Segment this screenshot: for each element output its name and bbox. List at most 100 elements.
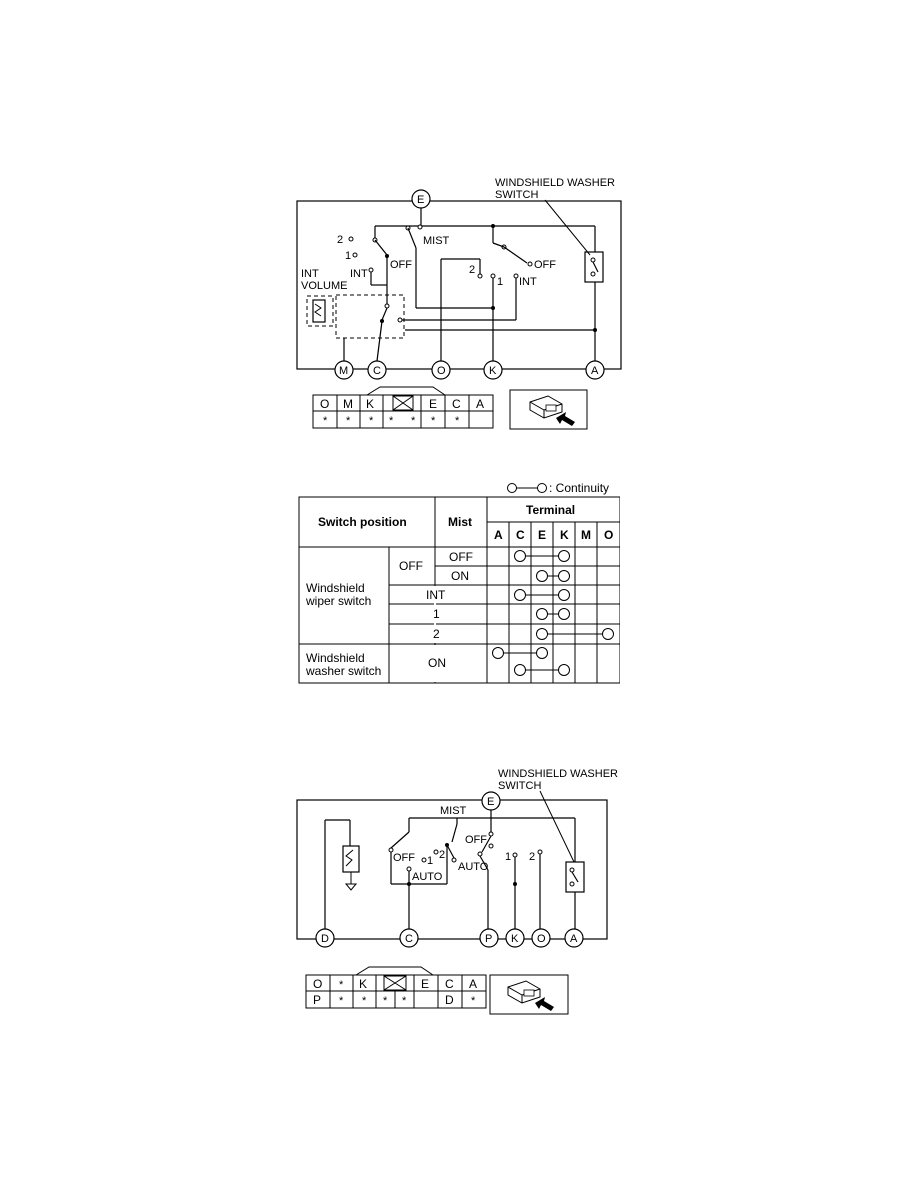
header-terminal-e: E — [538, 528, 546, 542]
header-terminal-m: M — [581, 528, 591, 542]
connector-view-icon — [509, 389, 588, 430]
row-2: 2 — [433, 627, 440, 641]
label2-2-right: 2 — [529, 851, 535, 863]
pin-o: O — [320, 397, 329, 411]
terminal2-o — [531, 928, 551, 948]
washer-switch-label2-line2: SWITCH — [498, 780, 541, 792]
legend-text: : Continuity — [549, 481, 609, 495]
mist-off: OFF — [449, 550, 473, 564]
pin2-blank: * — [402, 995, 407, 1007]
label-int-volume-line2: VOLUME — [301, 280, 347, 292]
continuity-marks — [492, 550, 614, 676]
continuity-terminal-o — [602, 628, 614, 640]
label2-auto-left: AUTO — [412, 871, 443, 883]
group-washer-line2: washer switch — [305, 664, 381, 678]
row-1: 1 — [433, 607, 440, 621]
continuity-terminal-k — [558, 664, 570, 676]
switch-housing — [296, 200, 622, 370]
pin-blank: * — [431, 415, 436, 427]
pin2-o: O — [313, 977, 322, 991]
continuity-terminal-e — [536, 628, 548, 640]
terminal-k-label: K — [489, 365, 497, 377]
continuity-terminal-c — [514, 550, 526, 562]
pin2-blank: * — [339, 995, 344, 1007]
washer-switch-label2-line1: WINDSHIELD WASHER — [498, 768, 618, 780]
label-int-right: INT — [519, 276, 537, 288]
group-wiper-line2: wiper switch — [305, 594, 371, 608]
terminal-c — [367, 360, 387, 380]
pin2-blank: * — [339, 979, 344, 991]
continuity-terminal-k — [558, 589, 570, 601]
terminal2-c — [399, 928, 419, 948]
terminal-o-label: O — [437, 365, 446, 377]
pin-a: A — [476, 397, 484, 411]
label-1-right: 1 — [497, 276, 503, 288]
mist-on: ON — [451, 569, 469, 583]
terminal2-a — [564, 928, 584, 948]
pin-m: M — [343, 397, 353, 411]
label-2-left: 2 — [337, 234, 343, 246]
pin2-blank: * — [383, 995, 388, 1007]
terminal-c-label: C — [373, 365, 381, 377]
header-terminal-o: O — [604, 528, 613, 542]
pin2-a: A — [469, 977, 477, 991]
header-mist: Mist — [448, 515, 472, 529]
terminal2-d-label: D — [321, 933, 329, 945]
continuity-terminal-c — [514, 589, 526, 601]
pin2-d: D — [445, 993, 454, 1007]
continuity-terminal-k — [558, 570, 570, 582]
label2-off-left: OFF — [393, 852, 415, 864]
terminal2-k-label: K — [511, 933, 519, 945]
continuity-terminal-a — [492, 647, 504, 659]
continuity-terminal-c — [514, 664, 526, 676]
wiper-switch-circuit-diagram-2: WINDSHIELD WASHER SWITCH E OFF 1 AUTO MI… — [296, 768, 618, 1015]
pin-e: E — [429, 397, 437, 411]
pin2-p: P — [313, 993, 321, 1007]
pin2-c: C — [445, 977, 454, 991]
terminal2-d — [315, 928, 335, 948]
label2-2: 2 — [439, 849, 445, 861]
connector-view-icon-2 — [489, 974, 569, 1015]
terminal2-c-label: C — [405, 933, 413, 945]
terminal-e-label: E — [417, 194, 424, 206]
terminal2-a-label: A — [570, 933, 578, 945]
header-terminal-a: A — [494, 528, 503, 542]
terminal2-p — [479, 928, 499, 948]
pin-c: C — [452, 397, 461, 411]
connector-pinout-1: O M K E C A * * * * * * * — [312, 386, 494, 429]
continuity-terminal-e — [536, 608, 548, 620]
continuity-terminal-e — [536, 570, 548, 582]
label-2-right: 2 — [469, 264, 475, 276]
label-off-left: OFF — [390, 259, 412, 271]
pin-blank: * — [389, 415, 394, 427]
pin2-e: E — [421, 977, 429, 991]
terminal-a — [585, 360, 605, 380]
label2-1-right: 1 — [505, 851, 511, 863]
pin-blank: * — [369, 415, 374, 427]
label-mist: MIST — [423, 235, 450, 247]
continuity-terminal-e — [536, 647, 548, 659]
washer-switch-label-line2: SWITCH — [495, 189, 538, 201]
label2-mist: MIST — [440, 805, 467, 817]
bottom-terminals: M C O K A — [334, 360, 605, 380]
row-int: INT — [426, 588, 446, 602]
label2-1: 1 — [427, 855, 433, 867]
pin2-blank: * — [362, 995, 367, 1007]
group-washer-line1: Windshield — [306, 651, 365, 665]
pin2-k: K — [359, 977, 367, 991]
header-switch-position: Switch position — [318, 515, 407, 529]
terminal2-p-label: P — [485, 933, 492, 945]
pin-k: K — [366, 397, 374, 411]
row-off: OFF — [399, 559, 423, 573]
pin2-blank: * — [471, 995, 476, 1007]
bottom-terminals-2: D C P K O A — [315, 928, 584, 948]
pin-blank: * — [455, 415, 460, 427]
pin-blank: * — [346, 415, 351, 427]
header-terminal: Terminal — [526, 503, 575, 517]
continuity-table: : Continuity Switch position Mist Termin… — [298, 481, 620, 684]
label-int-volume-line1: INT — [301, 268, 319, 280]
terminal2-o-label: O — [537, 933, 546, 945]
label-int-left: INT — [350, 268, 368, 280]
switch-housing-2 — [296, 799, 608, 940]
washer-switch-label-line1: WINDSHIELD WASHER — [495, 177, 615, 189]
